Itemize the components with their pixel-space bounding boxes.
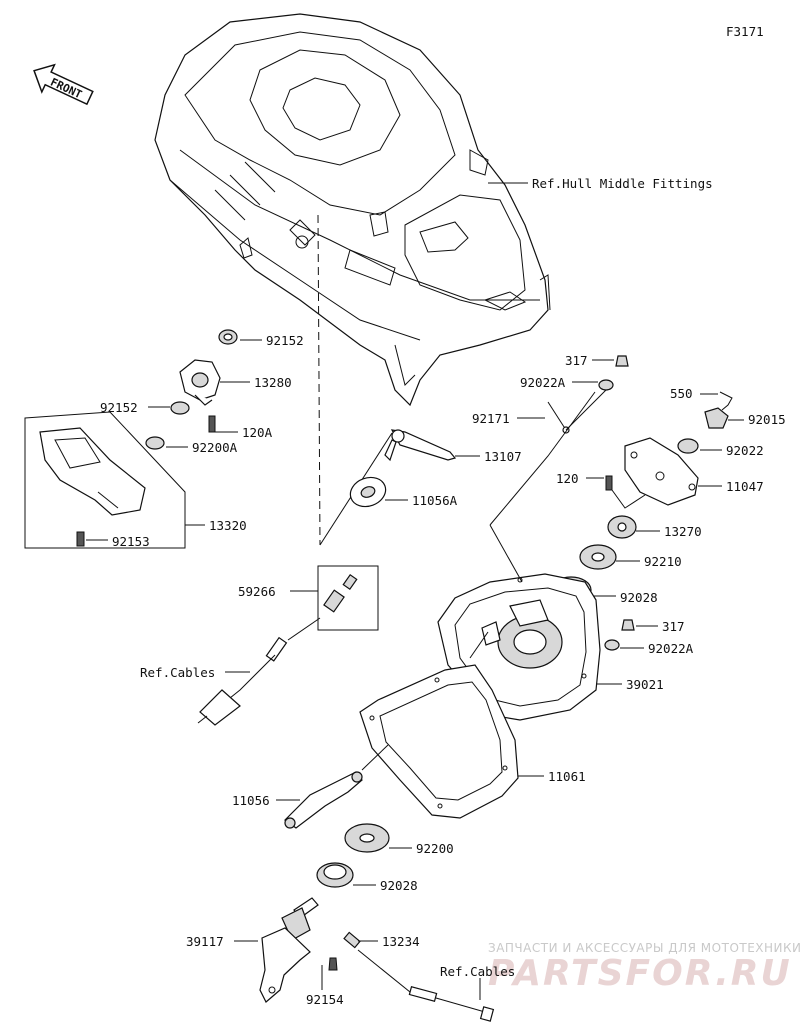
part-317-nut-mid bbox=[621, 619, 635, 631]
part-39117-shaft bbox=[259, 897, 319, 1003]
label-11056A: 11056A bbox=[412, 493, 458, 508]
figure-id: F3171 bbox=[726, 24, 764, 39]
label-59266: 59266 bbox=[238, 584, 276, 599]
part-120A-screw bbox=[208, 415, 216, 433]
part-59266-joint bbox=[323, 573, 358, 613]
label-92152-left: 92152 bbox=[100, 400, 138, 415]
part-120-screw bbox=[605, 475, 613, 491]
label-317-top: 317 bbox=[565, 353, 588, 368]
label-92153: 92153 bbox=[112, 534, 150, 549]
label-11061: 11061 bbox=[548, 769, 586, 784]
label-550: 550 bbox=[670, 386, 693, 401]
label-92210: 92210 bbox=[644, 554, 682, 569]
part-92022A-washer-top bbox=[598, 379, 614, 391]
label-92028-low: 92028 bbox=[380, 878, 418, 893]
part-92153-screw bbox=[76, 531, 85, 547]
label-92171: 92171 bbox=[472, 411, 510, 426]
part-13280-holder bbox=[179, 359, 221, 406]
ref-cables-left-label: Ref.Cables bbox=[140, 665, 215, 680]
label-11047: 11047 bbox=[726, 479, 764, 494]
front-arrow-icon: FRONT bbox=[33, 63, 94, 106]
part-59266-frame bbox=[317, 565, 379, 631]
part-550-pin bbox=[719, 391, 733, 411]
label-92015: 92015 bbox=[748, 412, 786, 427]
part-92200-washer bbox=[344, 823, 390, 853]
part-92022A-washer-mid bbox=[604, 639, 620, 651]
part-317-nut-top bbox=[615, 355, 629, 367]
label-120: 120 bbox=[556, 471, 579, 486]
part-13270-plate bbox=[607, 515, 637, 539]
part-13320-frame bbox=[24, 411, 186, 549]
label-13234: 13234 bbox=[382, 934, 420, 949]
label-39021: 39021 bbox=[626, 677, 664, 692]
label-92152-top: 92152 bbox=[266, 333, 304, 348]
centerline bbox=[317, 214, 321, 546]
part-92210-bush bbox=[579, 544, 617, 570]
ref-cables-bottom-label: Ref.Cables bbox=[440, 964, 515, 979]
part-92154-bolt bbox=[328, 957, 338, 971]
part-92015-nut bbox=[704, 407, 729, 429]
part-13107-bracket bbox=[384, 429, 457, 462]
label-13320: 13320 bbox=[209, 518, 247, 533]
label-92022A-mid: 92022A bbox=[648, 641, 694, 656]
label-39117: 39117 bbox=[186, 934, 224, 949]
ref-hull-label: Ref.Hull Middle Fittings bbox=[532, 176, 713, 191]
label-92022: 92022 bbox=[726, 443, 764, 458]
part-92152-grommet bbox=[218, 329, 238, 345]
label-92028-mid: 92028 bbox=[620, 590, 658, 605]
label-92022A-top: 92022A bbox=[520, 375, 566, 390]
part-11056A-gasket bbox=[349, 476, 387, 508]
cable-left bbox=[197, 617, 321, 726]
label-92200: 92200 bbox=[416, 841, 454, 856]
hull-housing bbox=[154, 13, 551, 407]
watermark-tagline: ЗАПЧАСТИ И АКСЕССУАРЫ ДЛЯ МОТОТЕХНИКИ bbox=[488, 941, 800, 955]
part-13320-cover bbox=[39, 427, 146, 516]
part-11061-gasket bbox=[359, 664, 519, 819]
part-13234-fitting bbox=[343, 931, 495, 1022]
watermark-logo: PARTSFOR.RU bbox=[488, 953, 792, 994]
part-92028-collar-low bbox=[316, 862, 354, 888]
part-92171-rod bbox=[547, 401, 570, 434]
label-120A: 120A bbox=[242, 425, 273, 440]
part-92152-washer bbox=[170, 401, 190, 415]
part-92200A-washer bbox=[145, 436, 165, 450]
label-13280: 13280 bbox=[254, 375, 292, 390]
label-92154: 92154 bbox=[306, 992, 344, 1007]
label-92200A: 92200A bbox=[192, 440, 238, 455]
label-13107: 13107 bbox=[484, 449, 522, 464]
label-13270: 13270 bbox=[664, 524, 702, 539]
label-317-mid: 317 bbox=[662, 619, 685, 634]
part-11056-arm bbox=[284, 771, 363, 829]
label-11056: 11056 bbox=[232, 793, 270, 808]
part-92022-washer bbox=[677, 438, 699, 454]
part-11047-lever bbox=[624, 437, 699, 506]
